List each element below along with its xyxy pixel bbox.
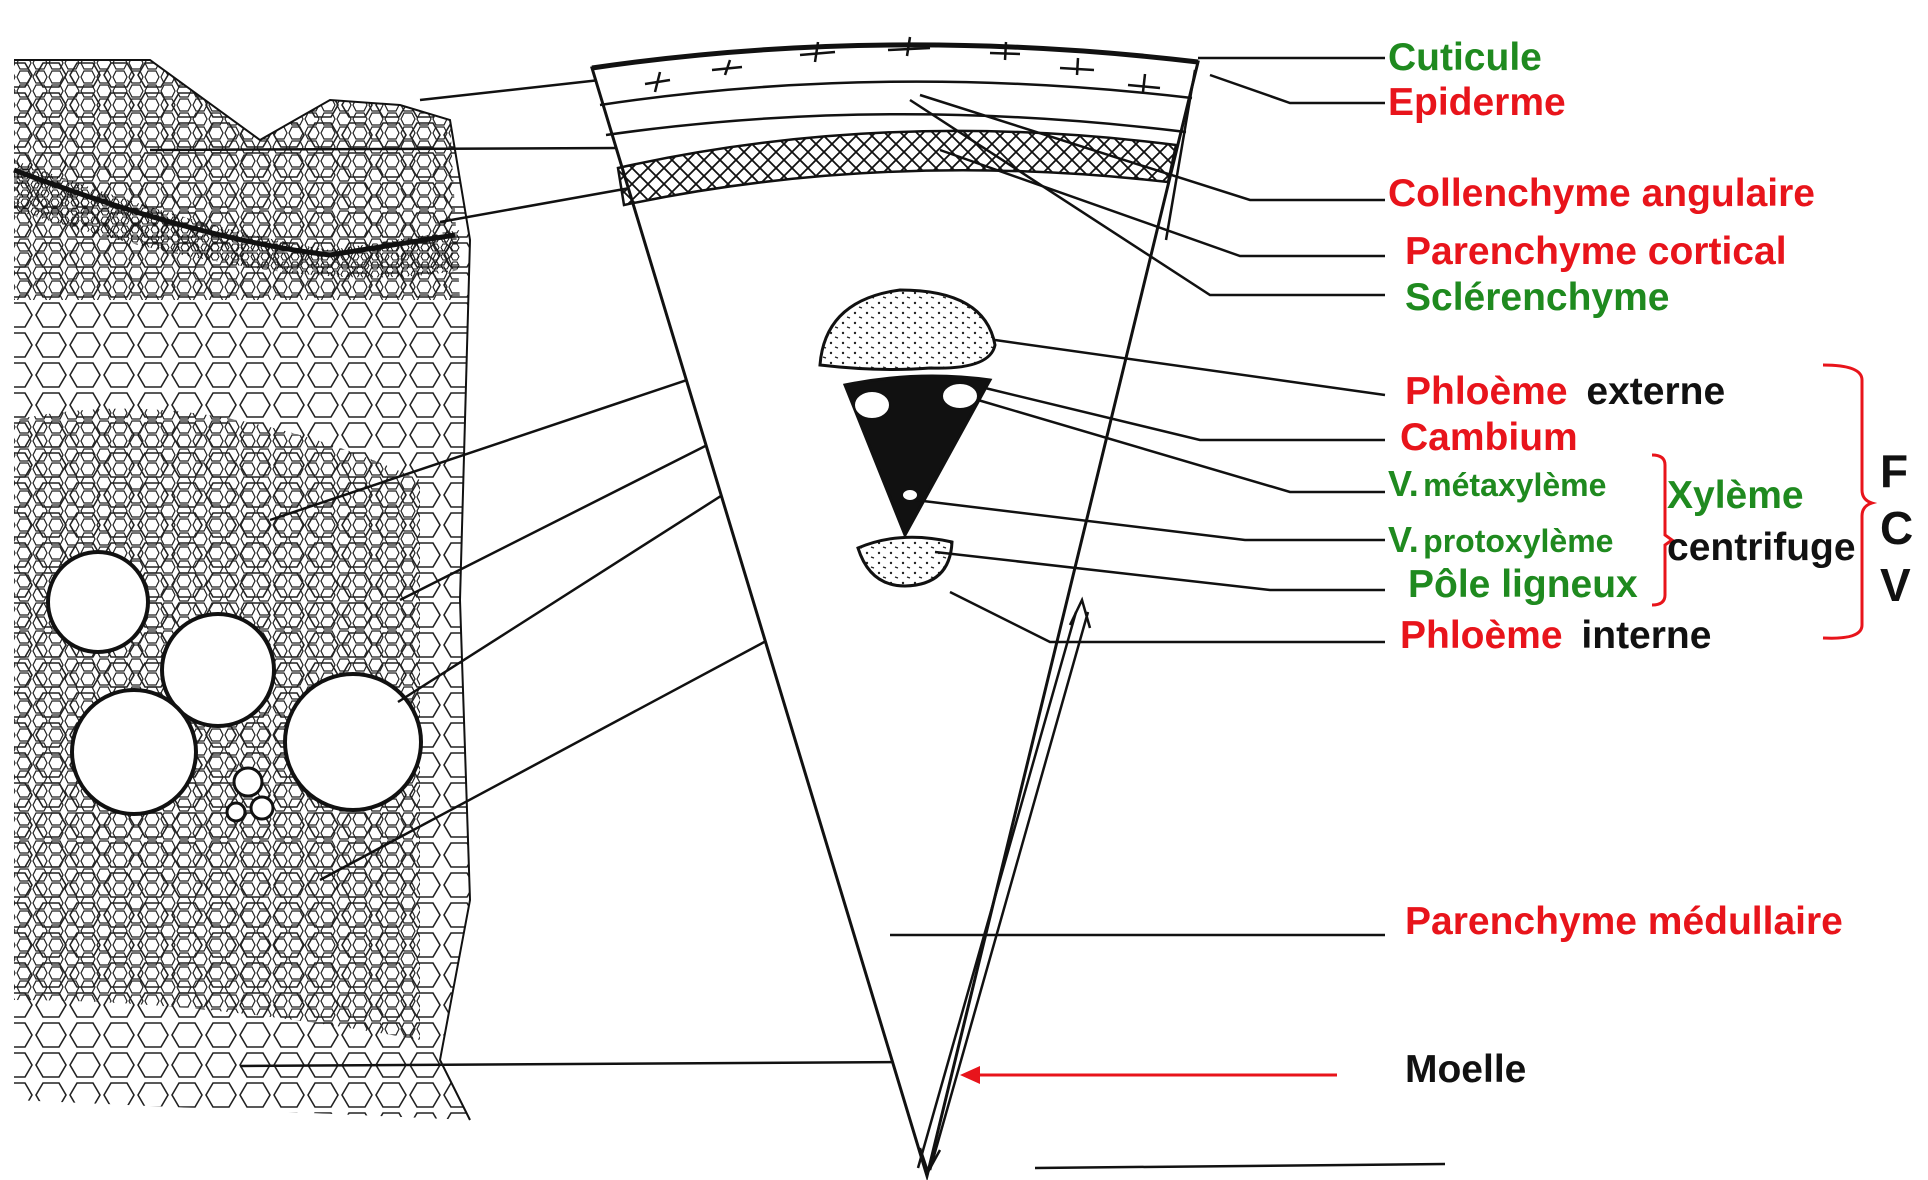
label-moelle: Moelle: [1405, 1050, 1526, 1089]
vessel-3: [72, 690, 196, 814]
metaxylem-vessel-left: [854, 391, 890, 419]
protoxyleme-prefix: V.: [1388, 519, 1419, 560]
label-pole-ligneux: Pôle ligneux: [1408, 565, 1638, 604]
metaxyleme-prefix: V.: [1388, 463, 1419, 504]
label-fcv-c: C: [1880, 505, 1913, 551]
label-fcv-v: V: [1880, 562, 1911, 608]
vessel-small-2: [251, 797, 273, 819]
sector-outline: [592, 45, 1198, 1176]
label-cuticule: Cuticule: [1388, 38, 1542, 77]
vessel-small-1: [234, 768, 262, 796]
protoxylem-vessel: [903, 490, 917, 500]
label-phloeme-externe: Phloème externe: [1405, 372, 1725, 411]
label-epiderme: Epiderme: [1388, 83, 1566, 122]
protoxyleme-text: protoxylème: [1423, 523, 1613, 559]
vessel-4: [285, 674, 421, 810]
label-protoxyleme: V. protoxylème: [1388, 522, 1613, 558]
vessel-small-3: [227, 803, 245, 821]
label-centrifuge: centrifuge: [1667, 528, 1856, 567]
label-fcv-f: F: [1880, 448, 1908, 494]
phloeme-int-suffix: interne: [1581, 614, 1711, 657]
label-sclerenchyme: Sclérenchyme: [1405, 278, 1670, 317]
moelle-arrow: [960, 1066, 1337, 1084]
label-xyleme: Xylème: [1667, 476, 1804, 515]
label-phloeme-interne: Phloème interne: [1400, 616, 1711, 655]
label-parenchyme-medullaire: Parenchyme médullaire: [1405, 902, 1843, 941]
metaxyleme-text: métaxylème: [1423, 467, 1606, 503]
phloeme-ext-text: Phloème: [1405, 370, 1568, 413]
fcv-bracket: [1823, 365, 1872, 638]
metaxylem-vessel-right: [942, 383, 978, 409]
label-cambium: Cambium: [1400, 418, 1578, 457]
label-collenchyme: Collenchyme angulaire: [1388, 174, 1815, 213]
label-parenchyme-cortical: Parenchyme cortical: [1405, 232, 1787, 271]
vessel-1: [48, 552, 148, 652]
phloeme-ext-suffix: externe: [1586, 370, 1725, 413]
phloeme-int-text: Phloème: [1400, 614, 1563, 657]
label-metaxyleme: V. métaxylème: [1388, 466, 1606, 502]
